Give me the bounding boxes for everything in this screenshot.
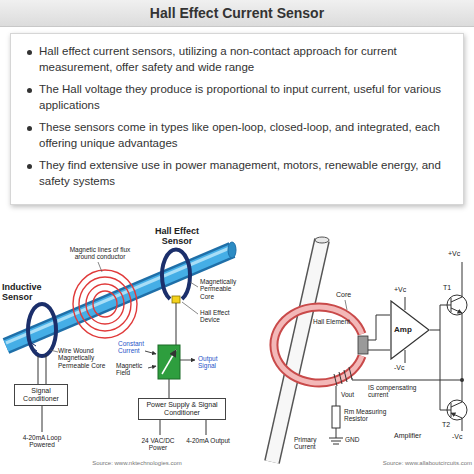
callout-label: 4-20mA Loop Powered bbox=[10, 434, 74, 449]
node-text: Power Supply & Signal Conditioner bbox=[142, 401, 222, 417]
resistor-symbol bbox=[332, 406, 340, 428]
coil-winding bbox=[30, 342, 40, 355]
conductor-end bbox=[228, 242, 236, 258]
amplifier-triangle: Amp bbox=[390, 300, 430, 360]
callout-label: Core bbox=[336, 291, 362, 299]
primary-conductor bbox=[272, 240, 322, 462]
callout-label: Magnetic lines of flux around conductor bbox=[60, 246, 140, 261]
callout-label: +Vc bbox=[448, 250, 472, 258]
callout-label: T1 bbox=[443, 284, 457, 292]
compensating-winding bbox=[334, 367, 352, 386]
primary-conductor bbox=[272, 240, 322, 462]
leader-line bbox=[345, 300, 347, 310]
callout-label: Vout bbox=[341, 391, 365, 398]
node-text: Signal Conditioner bbox=[18, 387, 64, 403]
title: Hall Effect Current Sensor bbox=[0, 5, 474, 21]
callout-label: Source: www.allaboutcircuits.com bbox=[360, 460, 472, 467]
callout-label: Hall Effect Sensor bbox=[146, 226, 208, 247]
callout-label: Magnetically Permeable Core bbox=[200, 278, 246, 300]
signal-arrow bbox=[145, 351, 195, 368]
callout-label: Inductive Sensor bbox=[2, 282, 52, 303]
leader-line bbox=[50, 262, 198, 352]
conductor-end bbox=[315, 237, 329, 243]
hall-ring bbox=[162, 250, 190, 299]
callout-label: Hall Element bbox=[313, 318, 359, 325]
hall-chip bbox=[158, 345, 180, 379]
hall-element bbox=[358, 336, 368, 354]
flux-lines bbox=[73, 270, 137, 338]
callout-label: Amplifier bbox=[394, 432, 438, 440]
callout-label: +Vc bbox=[394, 286, 418, 294]
conductor bbox=[6, 250, 232, 346]
callout-label: -Vc bbox=[394, 364, 418, 372]
bullet-dot bbox=[27, 164, 32, 169]
callout-label: Rm Measuring Resistor bbox=[344, 408, 396, 423]
bullet-panel: Hall effect current sensors, utilizing a… bbox=[10, 33, 464, 205]
callout-label: 24 VAC/DC Power bbox=[132, 437, 184, 452]
bullet-text: Hall effect current sensors, utilizing a… bbox=[25, 44, 449, 75]
callout-label: GND bbox=[345, 436, 369, 443]
node-text: Amp bbox=[394, 325, 412, 334]
inductive-ring bbox=[28, 304, 56, 356]
bullet-text: These sensors come in types like open-lo… bbox=[25, 120, 449, 151]
callout-label: Hall Effect Device bbox=[200, 309, 240, 324]
callout-label: 4-20mA Output bbox=[186, 437, 230, 444]
core-ring bbox=[274, 307, 362, 383]
conductor-highlight bbox=[6, 247, 232, 343]
signal-conditioner-box: Signal Conditioner bbox=[14, 384, 68, 406]
callout-label: Output Signal bbox=[198, 355, 234, 370]
callout-label: -Vc bbox=[452, 433, 472, 441]
bullet-text: They find extensive use in power managem… bbox=[25, 158, 449, 189]
callout-label: Primary Current bbox=[294, 436, 330, 451]
bullet-dot bbox=[27, 88, 32, 93]
callout-label: Wire Wound Magnetically Permeable Core bbox=[58, 347, 118, 369]
bullet-dot bbox=[27, 50, 32, 55]
callout-label: T2 bbox=[442, 421, 456, 429]
wire bbox=[329, 262, 462, 444]
callout-label: IS compensating current bbox=[368, 384, 434, 399]
hall-device bbox=[172, 296, 180, 303]
callout-label: Source: www.nktechnologies.com bbox=[52, 460, 222, 467]
core-ring bbox=[274, 307, 362, 383]
chip-arrow bbox=[162, 350, 176, 374]
junction bbox=[460, 378, 464, 382]
callout-label: Constant Current bbox=[118, 340, 152, 355]
transistor-symbol bbox=[447, 295, 467, 420]
conductor bbox=[6, 250, 232, 346]
power-supply-box: Power Supply & Signal Conditioner bbox=[138, 398, 226, 420]
bullet-dot bbox=[27, 126, 32, 131]
bullet-text: The Hall voltage they produce is proport… bbox=[25, 82, 449, 113]
callout-label: Magnetic Field bbox=[116, 362, 150, 377]
